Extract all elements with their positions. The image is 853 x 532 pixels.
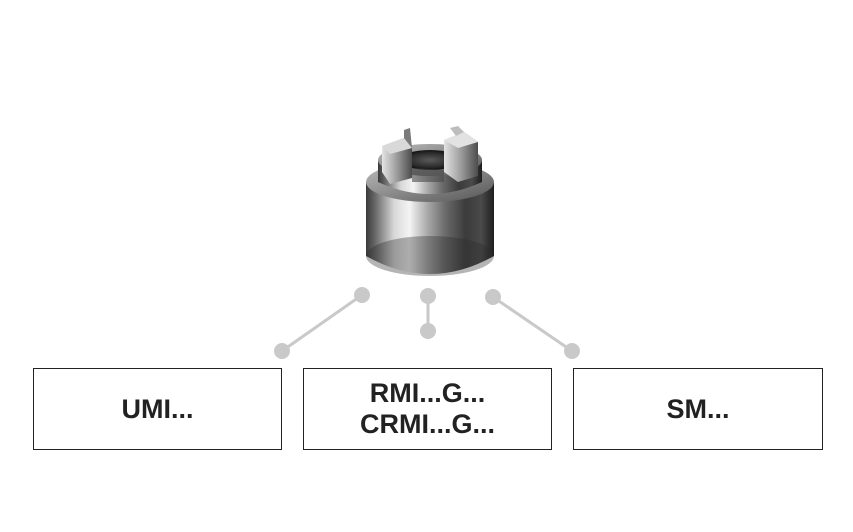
product-box-umi: UMI... [33, 368, 282, 450]
connector-left [274, 287, 370, 359]
box-label: SM... [666, 393, 730, 424]
slotted-round-nut-image [366, 126, 494, 276]
box-label: UMI... [121, 393, 194, 424]
box-label: CRMI...G... [360, 409, 495, 439]
box-label: RMI...G... [369, 378, 486, 408]
connector-right [485, 289, 580, 359]
product-box-rmi-crmi: RMI...G... CRMI...G... [303, 368, 552, 450]
connector-center [420, 288, 436, 339]
product-box-sm: SM... [573, 368, 823, 450]
